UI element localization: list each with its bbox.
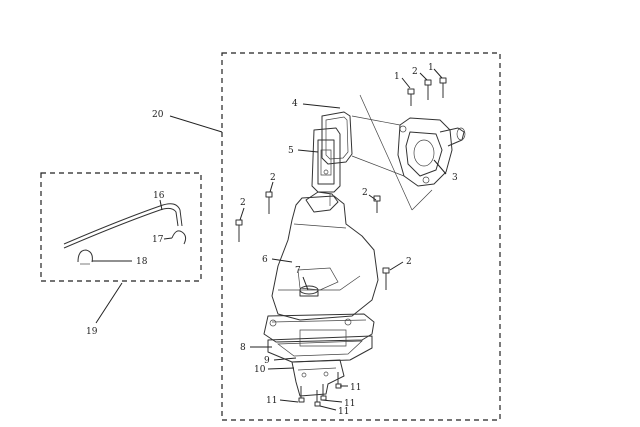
- callout-11: 11: [344, 399, 355, 409]
- hose-clamp-18: [77, 249, 93, 265]
- callout-1: 1: [394, 72, 400, 82]
- callout-2: 2: [406, 257, 412, 267]
- callout-11: 11: [338, 407, 349, 417]
- reservoir-tank: [263, 191, 379, 343]
- bolt-11a: [298, 386, 305, 403]
- callout-17: 17: [152, 235, 164, 245]
- callout-20: 20: [152, 110, 164, 120]
- callout-11: 11: [350, 383, 361, 393]
- thermostat: [311, 127, 341, 193]
- bolt-2d: [373, 195, 381, 213]
- callout-6: 6: [262, 255, 268, 265]
- hose-clamp-17: [171, 230, 187, 245]
- thermostat-housing: [397, 117, 466, 187]
- callout-2: 2: [412, 67, 418, 77]
- bolt-11c: [320, 384, 327, 401]
- callout-11: 11: [266, 396, 277, 406]
- overflow-hose: [63, 203, 183, 249]
- bolt-1a: [407, 88, 415, 106]
- callout-2: 2: [362, 188, 368, 198]
- callout-2: 2: [270, 173, 276, 183]
- callout-9: 9: [264, 356, 270, 366]
- main-assembly-boundary: [221, 52, 501, 421]
- hose-kit-boundary: [40, 172, 202, 282]
- bolt-2e: [382, 267, 390, 290]
- explode-guides: [329, 94, 433, 211]
- housing-gasket: [321, 111, 353, 165]
- leader-lines: [92, 68, 447, 411]
- mounting-bracket: [267, 329, 373, 363]
- callout-labels: 1 2 1 4 5 3 20 2 2 2 2 6 7 8 9 10 11 11 …: [86, 63, 458, 417]
- bolt-11b: [314, 390, 321, 407]
- callout-16: 16: [153, 191, 165, 201]
- callout-1: 1: [428, 63, 434, 73]
- callout-4: 4: [292, 99, 298, 109]
- callout-10: 10: [254, 365, 266, 375]
- bolt-2b: [265, 191, 273, 214]
- callout-2: 2: [240, 198, 246, 208]
- callout-5: 5: [288, 146, 294, 156]
- callout-19: 19: [86, 327, 98, 337]
- reservoir-cap: [299, 285, 319, 297]
- callout-18: 18: [136, 257, 148, 267]
- callout-3: 3: [452, 173, 458, 183]
- callout-7: 7: [295, 266, 301, 276]
- callout-8: 8: [240, 343, 246, 353]
- bolt-2a: [424, 79, 432, 100]
- bolt-1b: [439, 77, 447, 98]
- lower-bracket-plate: [291, 359, 345, 397]
- bolt-2c: [235, 219, 243, 242]
